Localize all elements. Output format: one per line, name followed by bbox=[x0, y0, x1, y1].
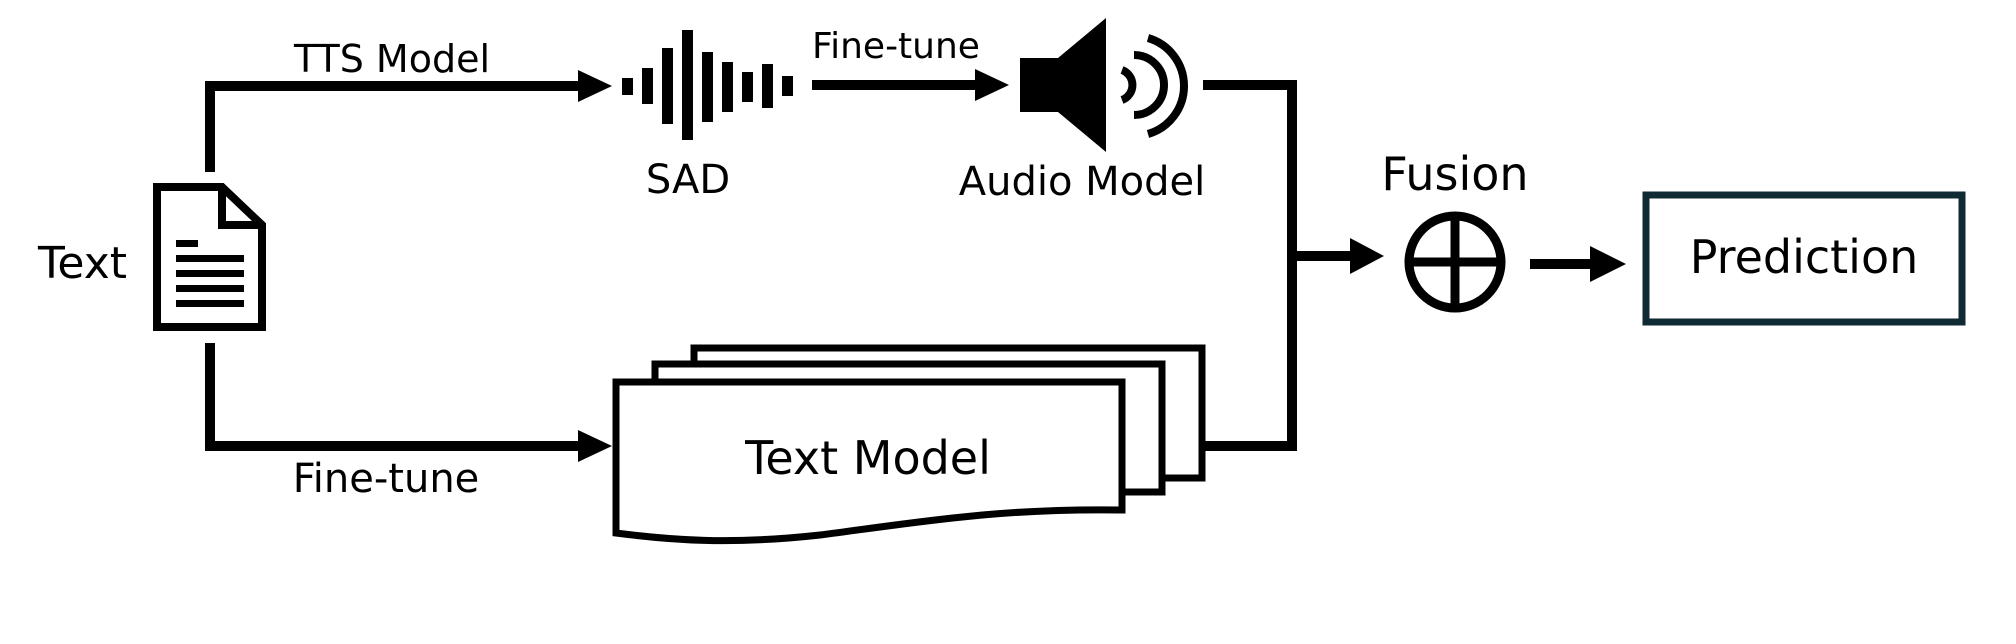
tts-model-label: TTS Model bbox=[293, 37, 490, 81]
sad-label: SAD bbox=[646, 157, 730, 203]
text-finetune-arrow bbox=[205, 343, 612, 462]
text-finetune-label: Fine-tune bbox=[293, 456, 480, 502]
prediction-label: Prediction bbox=[1690, 230, 1919, 284]
speaker-icon bbox=[1020, 18, 1188, 152]
text-model-label: Text Model bbox=[744, 431, 991, 485]
waveform-icon bbox=[622, 30, 793, 140]
audio-finetune-arrow bbox=[812, 69, 1009, 101]
prediction-arrow bbox=[1530, 246, 1626, 282]
document-icon bbox=[153, 183, 266, 331]
fusion-plus-icon bbox=[1404, 211, 1506, 313]
audio-finetune-label: Fine-tune bbox=[812, 26, 980, 67]
fusion-label: Fusion bbox=[1381, 147, 1528, 201]
tts-arrow bbox=[205, 70, 612, 172]
text-model-stack bbox=[612, 344, 1206, 545]
audio-model-label: Audio Model bbox=[959, 159, 1206, 205]
text-input-label: Text bbox=[37, 238, 127, 289]
prediction-box bbox=[1642, 191, 1966, 326]
merge-connector bbox=[1203, 80, 1384, 451]
